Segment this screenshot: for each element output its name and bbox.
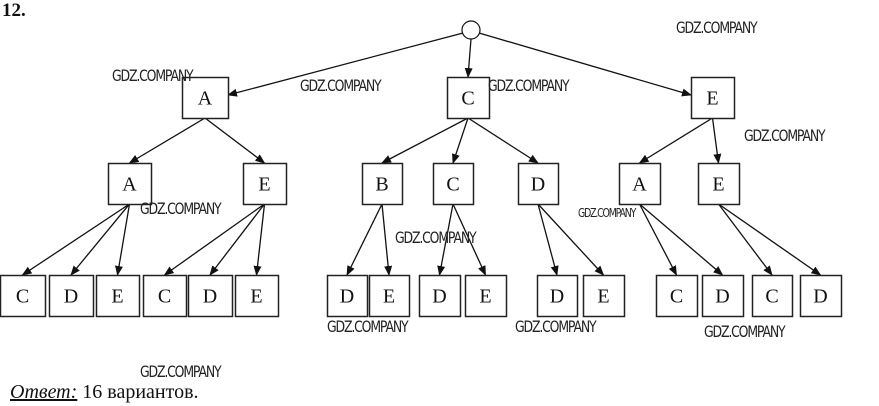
edge-arrow [478,32,692,97]
level3-node-box [142,274,188,318]
level3-node-label: E [250,286,262,308]
edge-arrow [128,117,206,164]
answer-text: 16 вариантов. [77,381,199,403]
edge-arrow [467,117,539,164]
edge-arrow [21,203,130,276]
watermark: GDZ.COMPANY [140,362,222,381]
level2-node-label: E [258,174,270,196]
edge-arrow [163,203,265,276]
edge-arrow [711,117,722,164]
edge-arrow [537,203,605,276]
edge-arrow [464,38,473,78]
edge-arrow [638,117,713,164]
level3-node-box [464,274,508,318]
edge-arrow [718,203,822,276]
edge-arrow [381,203,393,276]
edge-arrow [346,203,383,276]
edge-arrow [717,203,773,276]
watermark: GDZ.COMPANY [395,228,477,247]
edge-arrow [452,203,487,276]
level3-node-box [48,274,95,318]
level3-node-box [701,274,745,318]
level3-node-box [536,274,579,318]
level3-node-box [655,274,699,318]
level3-node-box [799,274,843,318]
level3-node-label: D [340,286,354,308]
level3-node-label: E [111,286,123,308]
watermark: GDZ.COMPANY [488,76,570,95]
level3-node-box [95,274,141,318]
level3-node-box [187,274,234,318]
level1-node-box [446,76,491,120]
level3-node-label: C [670,286,683,308]
level3-node-box [0,274,47,318]
level2-node-box [432,162,475,206]
watermark: GDZ.COMPANY [578,206,636,220]
level2-node-box [697,162,741,206]
level3-node-label: C [765,286,778,308]
level1-node-label: A [198,88,213,110]
level3-node-box [368,274,411,318]
level3-node-label: D [432,286,446,308]
level1-node-box [690,76,736,120]
level2-node-box [517,162,560,206]
level3-node-label: D [64,286,78,308]
edge-arrow [381,117,469,164]
level2-node-label: A [122,174,137,196]
level3-node-label: D [715,286,729,308]
level3-node-label: E [383,286,395,308]
level3-node-label: D [203,286,217,308]
answer: Ответ: 16 вариантов. [10,381,199,404]
level3-node-box [582,274,626,318]
watermark: GDZ.COMPANY [140,199,222,218]
watermark: GDZ.COMPANY [515,317,597,336]
problem-number: 12. [2,0,26,21]
watermark: GDZ.COMPANY [676,18,758,37]
level1-node-label: E [706,88,718,110]
edge-arrow [227,32,464,97]
level2-node-box [242,162,288,206]
root-node [461,20,481,40]
level2-node-label: B [375,174,388,196]
watermark: GDZ.COMPANY [744,126,826,145]
level1-node-label: C [461,88,474,110]
level2-node-label: E [712,174,724,196]
level2-node-box [618,162,662,206]
watermark: GDZ.COMPANY [704,322,786,341]
level1-node-box [181,76,230,120]
answer-label: Ответ: [10,381,78,403]
level3-node-label: E [479,286,491,308]
edge-arrow [537,203,559,276]
edge-arrow [70,203,131,276]
edge-arrow [638,203,678,276]
edge-arrow [204,117,266,164]
level3-node-label: D [550,286,564,308]
level3-node-label: C [16,286,29,308]
level3-node-box [418,274,462,318]
watermark: GDZ.COMPANY [327,317,409,336]
level2-node-box [107,162,153,206]
edge-arrow [639,203,724,276]
level3-node-box [234,274,280,318]
edge-arrow [437,203,454,276]
level2-node-label: A [632,174,647,196]
level3-node-label: D [813,286,827,308]
level3-node-box [326,274,369,318]
level3-node-label: E [597,286,609,308]
watermark: GDZ.COMPANY [112,66,194,85]
level2-node-box [361,162,404,206]
edge-arrow [253,203,266,276]
edge-arrow [452,117,469,164]
edge-arrow [209,203,266,276]
edge-arrow [115,203,131,276]
watermark: GDZ.COMPANY [300,76,382,95]
level3-node-label: C [158,286,171,308]
level2-node-label: D [531,174,545,196]
level2-node-label: C [446,174,459,196]
level3-node-box [751,274,794,318]
